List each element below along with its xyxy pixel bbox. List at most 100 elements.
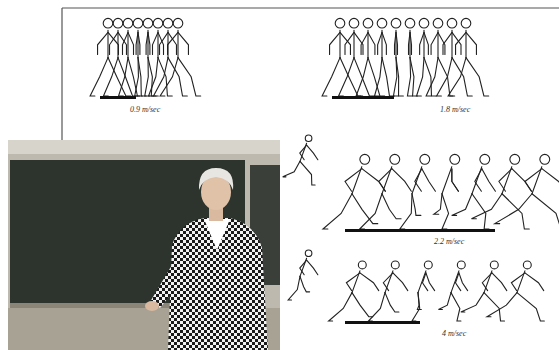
slide-border <box>62 7 559 8</box>
stick-limb <box>360 194 382 229</box>
checkered-jacket <box>168 218 268 350</box>
stick-limb <box>456 32 466 54</box>
stick-limb <box>452 58 472 96</box>
stick-limb <box>356 58 368 96</box>
stick-limb <box>362 169 385 192</box>
stick-limb <box>434 194 442 215</box>
speed-label: 0.9 m/sec <box>128 106 162 115</box>
stick-limb <box>385 293 399 312</box>
stick-limb <box>322 58 340 96</box>
stick-limb <box>107 30 108 57</box>
speed-label: 1.8 m/sec <box>438 106 472 115</box>
stick-head <box>405 18 415 28</box>
stick-limb <box>367 30 368 57</box>
stick-limb <box>300 145 307 160</box>
stick-limb <box>300 161 315 185</box>
stick-limb <box>168 32 178 54</box>
stick-limb <box>177 30 178 57</box>
stick-limb <box>452 169 459 192</box>
stick-limb <box>426 58 438 96</box>
stick-head <box>433 18 443 28</box>
stick-limb <box>412 194 421 216</box>
stick-limb <box>396 58 403 96</box>
stick-limb <box>90 58 108 96</box>
stick-limb <box>451 30 452 57</box>
stick-limb <box>152 32 158 54</box>
hair <box>199 168 233 190</box>
stick-head <box>523 261 531 269</box>
stick-limb <box>532 194 559 229</box>
stick-head <box>490 261 498 269</box>
stick-limb <box>393 273 408 291</box>
stick-head <box>391 18 401 28</box>
stick-limb <box>451 293 461 321</box>
stick-limb <box>511 273 525 291</box>
stick-limb <box>422 273 427 291</box>
stick-limb <box>412 167 422 194</box>
stick-limb <box>426 273 435 291</box>
stick-head <box>377 18 387 28</box>
stick-head <box>391 261 399 269</box>
stick-limb <box>148 58 156 96</box>
wall <box>8 140 280 350</box>
stick-limb <box>117 30 118 57</box>
stick-limb <box>300 258 307 276</box>
stick-limb <box>482 169 496 192</box>
stick-limb <box>499 169 512 192</box>
stick-limb <box>339 30 340 57</box>
stick-limb <box>422 169 436 192</box>
stick-limb <box>148 32 150 54</box>
ground-bar <box>345 321 420 324</box>
stick-limb <box>383 273 393 291</box>
stick-limb <box>409 30 410 57</box>
stick-limb <box>340 58 363 96</box>
lecturer-photo <box>8 140 280 350</box>
stick-limb <box>492 273 507 291</box>
stick-limb <box>495 194 532 224</box>
ground-bar <box>332 96 394 99</box>
stick-limb <box>122 32 128 54</box>
stick-head <box>450 154 460 164</box>
stick-limb <box>346 273 360 291</box>
stick-limb <box>418 271 426 293</box>
stick-limb <box>352 167 362 194</box>
stick-head <box>447 18 457 28</box>
stick-limb <box>532 167 542 194</box>
arm <box>150 260 185 308</box>
stick-limb <box>352 293 373 317</box>
stick-limb <box>466 32 476 54</box>
stick-limb <box>345 169 362 192</box>
stick-limb <box>368 58 385 96</box>
stick-head <box>163 18 173 28</box>
stick-limb <box>395 30 396 57</box>
ground-bar <box>345 229 495 232</box>
stick-limb <box>128 58 142 96</box>
stick-head <box>360 154 370 164</box>
stick-head <box>133 18 143 28</box>
stick-head <box>510 154 520 164</box>
stick-limb <box>110 32 118 54</box>
stick-limb <box>420 32 424 54</box>
stick-limb <box>146 32 148 54</box>
stick-limb <box>307 260 318 275</box>
stick-head <box>424 261 432 269</box>
stick-head <box>461 18 471 28</box>
stick-limb <box>424 32 428 54</box>
stick-limb <box>437 58 452 96</box>
stick-limb <box>178 58 201 96</box>
collar <box>204 219 230 250</box>
stick-head <box>390 154 400 164</box>
stick-limb <box>153 58 168 96</box>
stick-limb <box>300 260 307 275</box>
stick-head <box>123 18 133 28</box>
stick-limb <box>382 58 394 96</box>
ground-bar <box>100 96 136 99</box>
stick-limb <box>482 273 492 291</box>
stick-limb <box>128 32 134 54</box>
stick-limb <box>466 58 489 96</box>
stick-limb <box>437 30 438 57</box>
stick-head <box>113 18 123 28</box>
stick-limb <box>158 58 172 96</box>
